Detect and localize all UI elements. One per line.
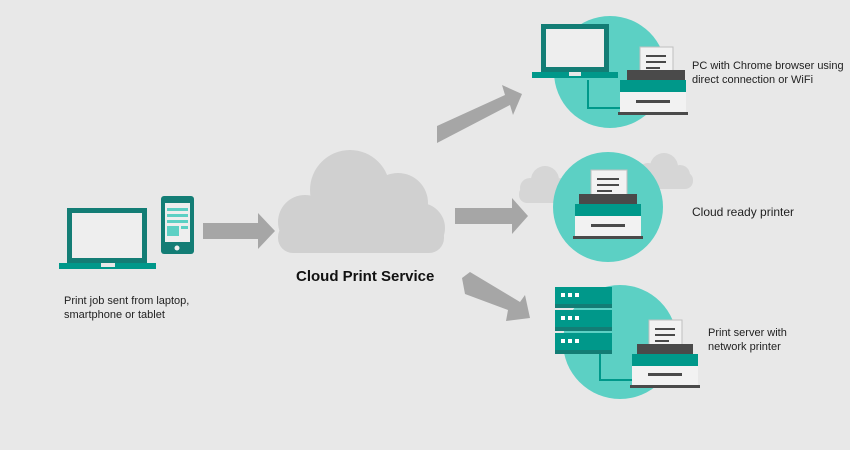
printer-icon [573,169,643,239]
arrow-icon [462,272,530,321]
printer-icon [618,46,688,115]
arrow-icon [455,198,528,234]
destination-label-pc-line1: PC with Chrome browser using [692,60,844,72]
destination-label-cloud-printer: Cloud ready printer [692,205,795,219]
destination-label-print-server-line2: network printer [708,341,781,353]
smartphone-icon [161,196,194,254]
destination-cloud-printer [519,152,693,262]
source-label-line1: Print job sent from laptop, [64,295,190,307]
source-label: Print job sent from laptop, smartphone o… [64,294,189,322]
laptop-icon [59,208,156,269]
service-label: Cloud Print Service [296,268,435,285]
arrow-icon [203,213,275,249]
arrow-icon [437,85,522,143]
destination-pc-printer [532,16,688,128]
cloud-icon [278,150,445,253]
destination-label-pc: PC with Chrome browser using direct conn… [692,59,844,87]
laptop-icon [532,24,618,78]
destination-label-pc-line2: direct connection or WiFi [692,74,814,86]
destination-label-print-server-line1: Print server with [708,327,787,339]
server-icon [555,287,612,354]
source-label-line2: smartphone or tablet [64,309,165,321]
printer-icon [630,319,700,388]
destination-print-server [555,285,700,399]
destination-label-print-server: Print server with network printer [708,326,787,354]
